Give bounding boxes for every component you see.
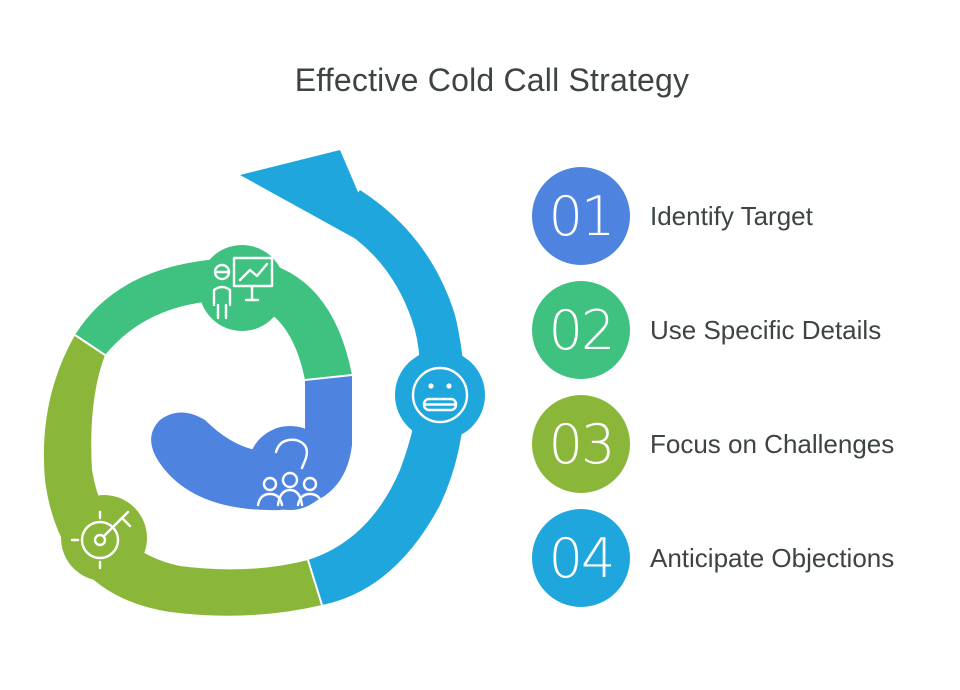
arrow-head xyxy=(240,150,385,255)
step-02: 02 Use Specific Details xyxy=(532,280,952,380)
step-label: Focus on Challenges xyxy=(650,428,895,459)
step-number-badge: 03 xyxy=(532,395,630,493)
speech-group-icon xyxy=(248,426,332,510)
step-03: 03 Focus on Challenges xyxy=(532,394,952,494)
page-title: Effective Cold Call Strategy xyxy=(294,62,690,98)
step-label: Use Specific Details xyxy=(650,314,882,345)
target-key-icon xyxy=(61,495,147,581)
step-01: 01 Identify Target xyxy=(532,166,952,266)
step-number-badge: 04 xyxy=(532,509,630,607)
presentation-icon xyxy=(199,245,285,331)
step-number-badge: 01 xyxy=(532,167,630,265)
step-04: 04 Anticipate Objections xyxy=(532,508,952,608)
grimace-face-icon xyxy=(395,350,485,440)
step-number-badge: 02 xyxy=(532,281,630,379)
step-label: Anticipate Objections xyxy=(650,542,895,573)
spiral-segment-arrow xyxy=(308,190,465,605)
step-label: Identify Target xyxy=(650,200,813,231)
